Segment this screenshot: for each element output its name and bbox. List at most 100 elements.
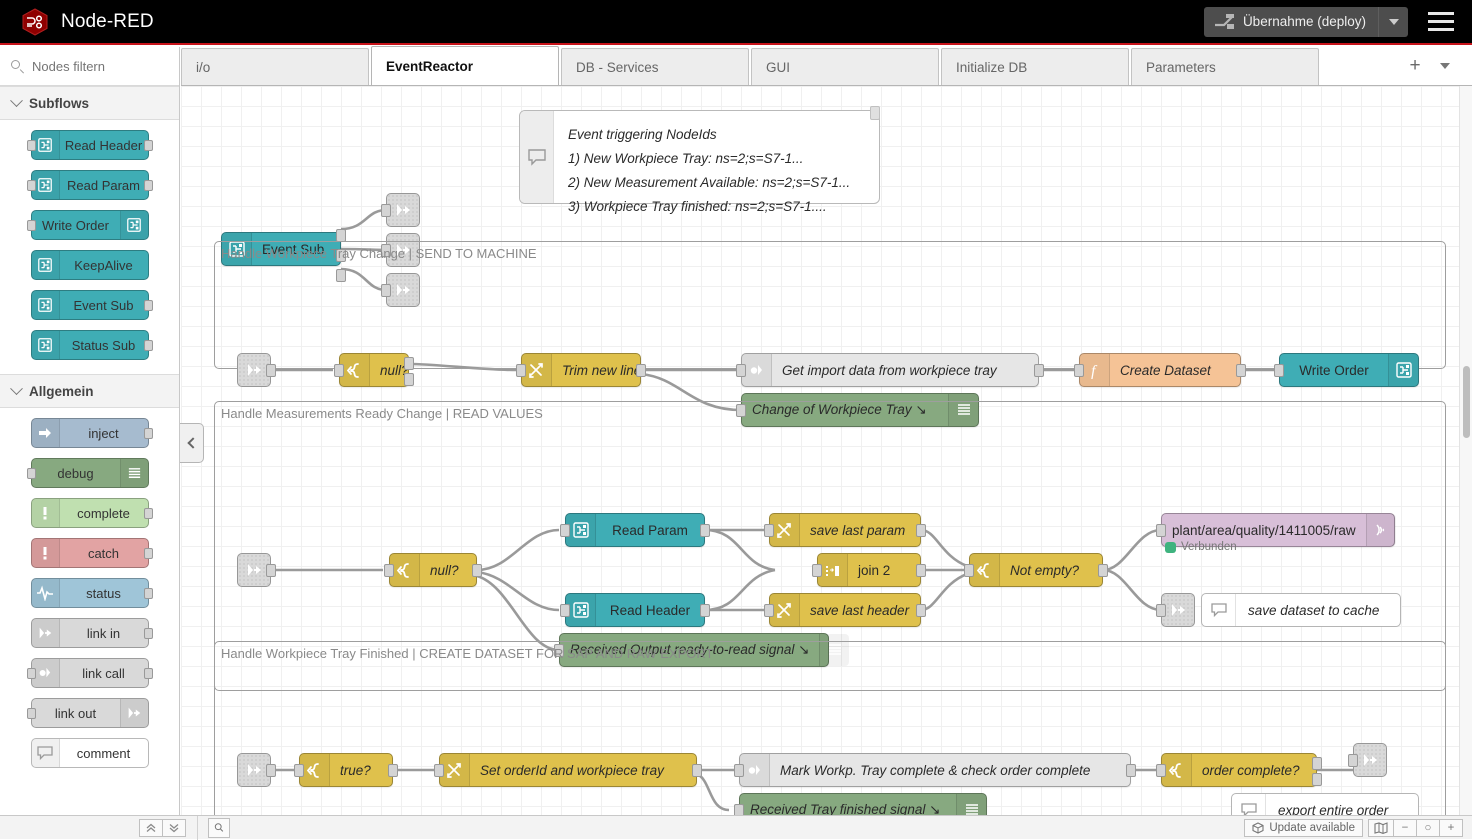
canvas-search-button[interactable] bbox=[208, 817, 230, 838]
node-port-in[interactable] bbox=[736, 404, 746, 417]
node-switch-null-2[interactable]: null? bbox=[384, 553, 482, 587]
tab-eventreactor[interactable]: EventReactor bbox=[371, 46, 559, 85]
node-port-out[interactable] bbox=[404, 373, 414, 386]
node-port-in[interactable] bbox=[294, 764, 304, 777]
node-link-out-cache[interactable] bbox=[1156, 593, 1195, 627]
node-port-in[interactable] bbox=[434, 764, 444, 777]
node-port-out[interactable] bbox=[1312, 757, 1322, 770]
node-change-save-last-param[interactable]: save last param bbox=[764, 513, 926, 547]
node-port-in[interactable] bbox=[516, 364, 526, 377]
palette-node-status[interactable]: status bbox=[30, 578, 153, 608]
group-workpiece-tray-finished[interactable]: Handle Workpiece Tray Finished | CREATE … bbox=[214, 641, 1446, 815]
node-port-out[interactable] bbox=[636, 364, 646, 377]
tab-gui[interactable]: GUI bbox=[751, 48, 939, 85]
group-workpiece-tray-change[interactable]: Handle Workpiece Tray Change | SEND TO M… bbox=[214, 241, 1446, 369]
node-port-out[interactable] bbox=[388, 764, 398, 777]
node-function-create-dataset[interactable]: f Create Dataset bbox=[1074, 353, 1246, 387]
palette-node-inject[interactable]: inject bbox=[30, 418, 153, 448]
node-link-out-order[interactable] bbox=[1348, 743, 1387, 777]
node-port-out[interactable] bbox=[1034, 364, 1044, 377]
node-port-in[interactable] bbox=[560, 604, 570, 617]
node-port-out[interactable] bbox=[700, 604, 710, 617]
tab-menu-button[interactable] bbox=[1432, 53, 1458, 79]
palette-category-subflows[interactable]: Subflows bbox=[0, 86, 179, 120]
node-link-out[interactable] bbox=[381, 233, 420, 267]
palette-node-link-in[interactable]: link in bbox=[30, 618, 153, 648]
node-port-in[interactable] bbox=[381, 284, 391, 297]
node-comment-save-dataset[interactable]: save dataset to cache bbox=[1201, 593, 1401, 627]
node-change-set-orderid[interactable]: Set orderId and workpiece tray bbox=[434, 753, 702, 787]
node-subflow-read-header[interactable]: Read Header bbox=[560, 593, 710, 627]
node-switch-not-empty[interactable]: Not empty? bbox=[964, 553, 1108, 587]
palette-node-debug[interactable]: debug bbox=[26, 458, 149, 488]
collapse-all-button[interactable] bbox=[139, 818, 163, 837]
palette-node-complete[interactable]: complete bbox=[30, 498, 153, 528]
palette-node-comment[interactable]: comment bbox=[30, 738, 149, 768]
canvas-vertical-scrollbar[interactable] bbox=[1459, 86, 1472, 815]
expand-all-button[interactable] bbox=[162, 818, 186, 837]
node-change-trim-new-line[interactable]: Trim new line bbox=[516, 353, 646, 387]
tab-i-o[interactable]: i/o bbox=[181, 48, 369, 85]
palette-node-status-sub[interactable]: Status Sub bbox=[30, 330, 153, 360]
node-port-in[interactable] bbox=[334, 364, 344, 377]
node-debug-received-output-ready[interactable]: Received Output ready-to-read signal ↘ bbox=[554, 633, 850, 667]
tab-db-services[interactable]: DB - Services bbox=[561, 48, 749, 85]
palette-node-link-call[interactable]: link call bbox=[26, 658, 153, 688]
palette-category-allgemein[interactable]: Allgemein bbox=[0, 374, 179, 408]
node-port-out[interactable] bbox=[916, 604, 926, 617]
node-subflow-read-param[interactable]: Read Param bbox=[560, 513, 710, 547]
node-change-save-last-header[interactable]: save last header bbox=[764, 593, 926, 627]
node-port-out[interactable] bbox=[1126, 764, 1136, 777]
node-port-in[interactable] bbox=[964, 564, 974, 577]
node-port-out[interactable] bbox=[472, 564, 482, 577]
flow-canvas[interactable]: Event Sub bbox=[181, 86, 1472, 815]
palette-search-input[interactable] bbox=[30, 57, 170, 75]
node-link-call-get-import-data[interactable]: Get import data from workpiece tray bbox=[736, 353, 1044, 387]
node-switch-null-1[interactable]: null? bbox=[334, 353, 414, 387]
node-port-in[interactable] bbox=[734, 804, 744, 815]
palette-search-row[interactable] bbox=[0, 47, 179, 86]
tab-initialize-db[interactable]: Initialize DB bbox=[941, 48, 1129, 85]
scrollbar-thumb[interactable] bbox=[1463, 366, 1470, 438]
comment-resize-handle-icon[interactable] bbox=[870, 106, 880, 120]
node-link-out[interactable] bbox=[381, 273, 420, 307]
node-port-out[interactable] bbox=[692, 764, 702, 777]
deploy-button[interactable]: Übernahme (deploy) bbox=[1203, 6, 1408, 37]
node-link-in-1[interactable] bbox=[237, 353, 276, 387]
node-port-in[interactable] bbox=[812, 564, 822, 577]
zoom-out-button[interactable]: − bbox=[1393, 818, 1417, 837]
node-link-out[interactable] bbox=[381, 193, 420, 227]
node-port-in[interactable] bbox=[734, 764, 744, 777]
node-switch-order-complete[interactable]: order complete? bbox=[1156, 753, 1322, 787]
palette-node-link-out[interactable]: link out bbox=[26, 698, 149, 728]
node-port-in[interactable] bbox=[736, 364, 746, 377]
node-port-out[interactable] bbox=[700, 524, 710, 537]
node-port-out[interactable] bbox=[266, 764, 276, 777]
node-join-2[interactable]: join 2 bbox=[812, 553, 926, 587]
add-flow-button[interactable]: + bbox=[1409, 55, 1421, 76]
node-port-in[interactable] bbox=[1156, 524, 1166, 537]
main-menu-button[interactable] bbox=[1424, 7, 1458, 37]
node-mqtt-out[interactable]: plant/area/quality/1411005/raw bbox=[1156, 513, 1396, 547]
node-debug-received-tray-finished[interactable]: Received Tray finished signal ↘ bbox=[734, 793, 987, 815]
node-event-sub[interactable]: Event Sub bbox=[221, 229, 346, 282]
palette-node-read-header[interactable]: Read Header bbox=[26, 130, 153, 160]
zoom-reset-button[interactable]: ○ bbox=[1416, 818, 1440, 837]
node-subflow-write-order[interactable]: Write Order bbox=[1274, 353, 1419, 387]
tab-parameters[interactable]: Parameters bbox=[1131, 48, 1319, 85]
node-port-out[interactable] bbox=[336, 249, 346, 262]
node-link-call-mark-workpiece[interactable]: Mark Workp. Tray complete & check order … bbox=[734, 753, 1136, 787]
palette-node-event-sub[interactable]: Event Sub bbox=[30, 290, 153, 320]
node-port-in[interactable] bbox=[1156, 764, 1166, 777]
node-port-out[interactable] bbox=[266, 564, 276, 577]
node-port-out[interactable] bbox=[1312, 773, 1322, 786]
collapse-palette-button[interactable] bbox=[180, 423, 204, 463]
node-port-in[interactable] bbox=[1156, 604, 1166, 617]
node-port-out[interactable] bbox=[1236, 364, 1246, 377]
node-port-in[interactable] bbox=[381, 204, 391, 217]
deploy-dropdown-button[interactable] bbox=[1378, 6, 1408, 37]
node-debug-change-of-workpiece-tray[interactable]: Change of Workpiece Tray ↘ bbox=[736, 393, 979, 427]
zoom-in-button[interactable]: + bbox=[1439, 818, 1463, 837]
palette-node-catch[interactable]: catch bbox=[30, 538, 153, 568]
